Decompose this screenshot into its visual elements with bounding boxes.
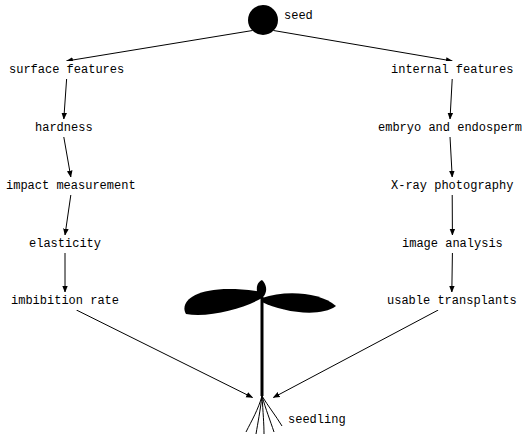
- node-label: X-ray photography: [391, 179, 513, 193]
- node-label: surface features: [9, 63, 124, 77]
- text-node: embryo and endosperm: [375, 119, 525, 137]
- flow-arrow: [76, 310, 252, 398]
- stem: [261, 292, 264, 396]
- text-node: usable transplants: [384, 292, 520, 310]
- node-label: elasticity: [29, 237, 101, 251]
- flow-arrow: [64, 137, 71, 177]
- node-label: internal features: [391, 63, 513, 77]
- seed-circle: seed: [248, 5, 278, 35]
- node-label: imbibition rate: [11, 294, 119, 308]
- roots: [246, 396, 282, 434]
- flow-arrow: [64, 79, 67, 119]
- flow-arrow: [65, 195, 71, 235]
- node-label: hardness: [35, 121, 93, 135]
- node-label: image analysis: [402, 237, 503, 251]
- text-node: imbibition rate: [8, 292, 122, 310]
- flow-arrow: [451, 253, 453, 292]
- flow-arrow: [273, 310, 438, 398]
- flow-arrow: [65, 253, 66, 292]
- seedling-node: seedling: [236, 380, 346, 430]
- node-label: usable transplants: [387, 294, 517, 308]
- leaf: [262, 293, 336, 312]
- flow-arrow: [67, 31, 253, 62]
- text-node: hardness: [32, 119, 96, 137]
- flow-arrow: [450, 79, 452, 119]
- text-node: elasticity: [26, 235, 104, 253]
- text-node: X-ray photography: [388, 177, 516, 195]
- flow-arrow: [274, 31, 453, 62]
- text-node: image analysis: [399, 235, 506, 253]
- node-label: embryo and endosperm: [378, 121, 522, 135]
- node-label: seed: [284, 9, 313, 23]
- text-node: impact measurement: [3, 177, 139, 195]
- node-label: seedling: [288, 413, 346, 427]
- flow-arrow: [450, 137, 452, 177]
- text-node: surface features: [6, 61, 127, 79]
- flow-arrow: [452, 195, 453, 235]
- leaf: [184, 289, 262, 315]
- text-node: internal features: [388, 61, 516, 79]
- node-label: impact measurement: [6, 179, 136, 193]
